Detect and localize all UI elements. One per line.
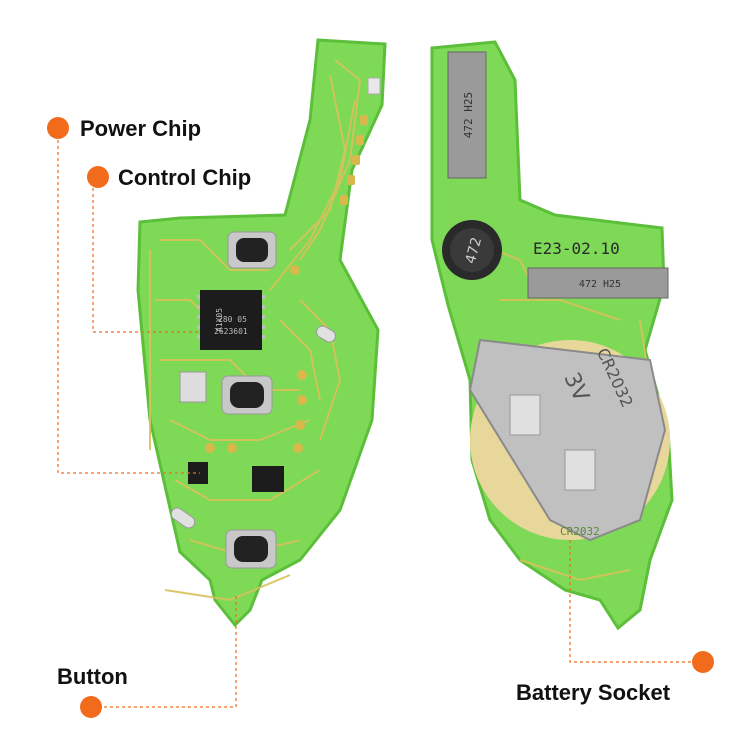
chip-marking-2: 280 05: [218, 315, 247, 324]
switch-middle: [221, 375, 273, 415]
control-chip-marker: [87, 166, 109, 188]
svg-text:472 H25: 472 H25: [462, 92, 475, 138]
transistor: [188, 462, 208, 484]
button-label: Button: [57, 664, 128, 689]
power-chip-label: Power Chip: [80, 116, 202, 141]
chip-marking-3: 2623601: [214, 327, 248, 336]
switch-top: [227, 231, 277, 269]
board-code: E23-02.10: [533, 239, 620, 258]
svg-text:472: 472: [463, 236, 485, 266]
crystal: [179, 371, 207, 403]
left-pcb-board: A1X05 280 05 2623601: [136, 38, 387, 628]
battery-socket: CR2032 3V: [468, 338, 667, 542]
battery-socket-label: Battery Socket: [516, 680, 671, 705]
connector-top: 472 H25: [447, 51, 487, 179]
inductor: 472: [442, 220, 502, 280]
svg-text:472 H25: 472 H25: [579, 279, 621, 290]
board-mark: CR2032: [560, 525, 600, 538]
connector-bottom: 472 H25: [527, 267, 669, 299]
power-chip: [252, 466, 284, 492]
switch-bottom: [225, 529, 277, 569]
control-chip: A1X05 280 05 2623601: [197, 290, 265, 350]
power-chip-marker: [47, 117, 69, 139]
control-chip-label: Control Chip: [118, 165, 252, 190]
battery-socket-marker: [692, 651, 714, 673]
right-pcb-board: 472 H25 472 E23-02.10 472 H25 CR2032 3V …: [430, 40, 674, 631]
leader-lines: [57, 140, 700, 708]
chip-marking: A1X05: [215, 308, 224, 332]
button-marker: [80, 696, 102, 718]
